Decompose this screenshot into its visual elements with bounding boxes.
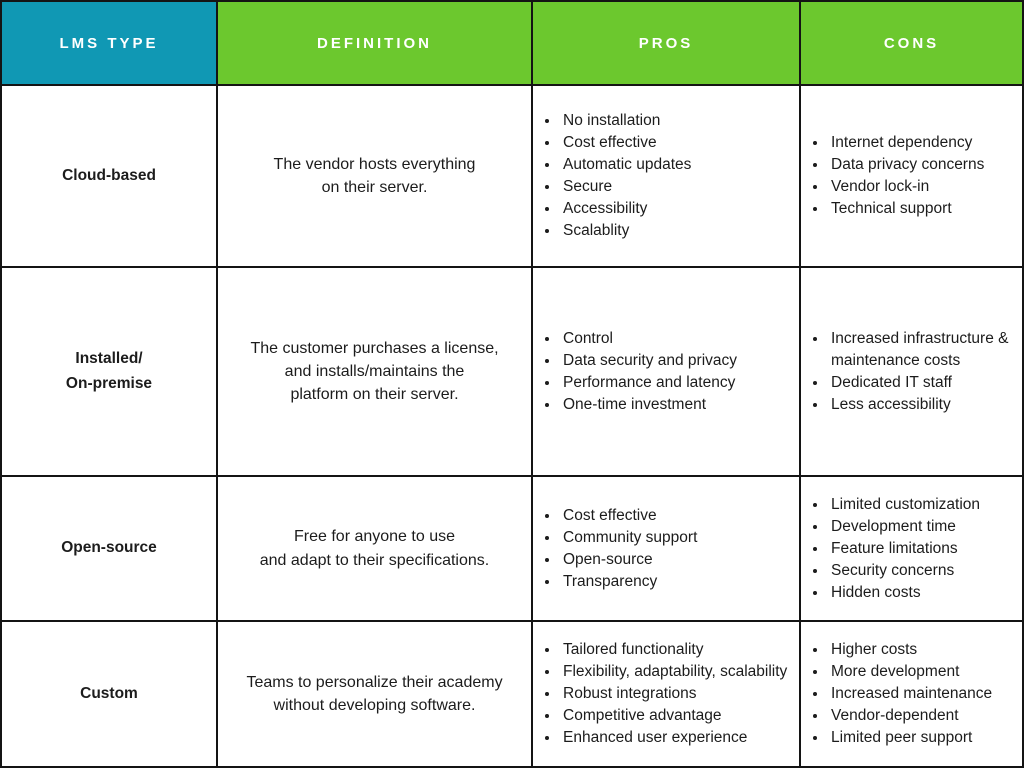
- table-row-open-source: Open-source Free for anyone to use and a…: [0, 475, 1024, 622]
- bullet-item: Secure: [560, 176, 795, 198]
- definition-cell: Free for anyone to use and adapt to thei…: [216, 475, 533, 622]
- bullet-item: Robust integrations: [560, 683, 795, 705]
- bullet-item: Hidden costs: [828, 582, 1018, 604]
- cons-list: Increased infrastructure & maintenance c…: [802, 328, 1018, 416]
- bullet-item: Cost effective: [560, 505, 795, 527]
- pros-cell: Cost effectiveCommunity supportOpen-sour…: [531, 475, 801, 622]
- definition-cell: The vendor hosts everything on their ser…: [216, 84, 533, 268]
- pros-list: Tailored functionalityFlexibility, adapt…: [534, 639, 795, 749]
- bullet-item: One-time investment: [560, 394, 795, 416]
- definition-cell: Teams to personalize their academy witho…: [216, 620, 533, 768]
- pros-cell: Tailored functionalityFlexibility, adapt…: [531, 620, 801, 768]
- definition-cell: The customer purchases a license, and in…: [216, 266, 533, 477]
- table-row-custom: Custom Teams to personalize their academ…: [0, 620, 1024, 768]
- row-type-cell: Custom: [0, 620, 218, 768]
- bullet-item: Higher costs: [828, 639, 1018, 661]
- pros-cell: No installationCost effectiveAutomatic u…: [531, 84, 801, 268]
- bullet-item: Increased maintenance: [828, 683, 1018, 705]
- pros-list: ControlData security and privacyPerforma…: [534, 328, 795, 416]
- bullet-item: Cost effective: [560, 132, 795, 154]
- bullet-item: Transparency: [560, 571, 795, 593]
- bullet-item: Open-source: [560, 549, 795, 571]
- header-definition: DEFINITION: [216, 0, 533, 86]
- bullet-item: Feature limitations: [828, 538, 1018, 560]
- cons-list: Internet dependencyData privacy concerns…: [802, 132, 1018, 220]
- header-pros: PROS: [531, 0, 801, 86]
- bullet-item: Security concerns: [828, 560, 1018, 582]
- bullet-item: Limited peer support: [828, 727, 1018, 749]
- row-type-cell: Cloud-based: [0, 84, 218, 268]
- table-row-cloud-based: Cloud-based The vendor hosts everything …: [0, 84, 1024, 268]
- bullet-item: Control: [560, 328, 795, 350]
- header-row: LMS TYPE DEFINITION PROS CONS: [0, 0, 1024, 86]
- bullet-item: Less accessibility: [828, 394, 1018, 416]
- pros-list: Cost effectiveCommunity supportOpen-sour…: [534, 505, 795, 593]
- bullet-item: Development time: [828, 516, 1018, 538]
- cons-cell: Higher costsMore developmentIncreased ma…: [799, 620, 1024, 768]
- bullet-item: Internet dependency: [828, 132, 1018, 154]
- cons-cell: Increased infrastructure & maintenance c…: [799, 266, 1024, 477]
- cons-list: Higher costsMore developmentIncreased ma…: [802, 639, 1018, 749]
- header-lms-type: LMS TYPE: [0, 0, 218, 86]
- bullet-item: Data security and privacy: [560, 350, 795, 372]
- cons-list: Limited customizationDevelopment timeFea…: [802, 494, 1018, 604]
- pros-cell: ControlData security and privacyPerforma…: [531, 266, 801, 477]
- bullet-item: Scalablity: [560, 220, 795, 242]
- bullet-item: Automatic updates: [560, 154, 795, 176]
- bullet-item: Accessibility: [560, 198, 795, 220]
- bullet-item: More development: [828, 661, 1018, 683]
- row-type-cell: Open-source: [0, 475, 218, 622]
- bullet-item: Tailored functionality: [560, 639, 795, 661]
- bullet-item: Data privacy concerns: [828, 154, 1018, 176]
- bullet-item: Limited customization: [828, 494, 1018, 516]
- bullet-item: Performance and latency: [560, 372, 795, 394]
- bullet-item: Increased infrastructure & maintenance c…: [828, 328, 1018, 372]
- bullet-item: Competitive advantage: [560, 705, 795, 727]
- header-cons: CONS: [799, 0, 1024, 86]
- bullet-item: Technical support: [828, 198, 1018, 220]
- bullet-item: Vendor lock-in: [828, 176, 1018, 198]
- bullet-item: Dedicated IT staff: [828, 372, 1018, 394]
- table-row-installed-on-premise: Installed/ On-premise The customer purch…: [0, 266, 1024, 477]
- row-type-cell: Installed/ On-premise: [0, 266, 218, 477]
- cons-cell: Limited customizationDevelopment timeFea…: [799, 475, 1024, 622]
- bullet-item: Community support: [560, 527, 795, 549]
- bullet-item: No installation: [560, 110, 795, 132]
- bullet-item: Flexibility, adaptability, scalability: [560, 661, 795, 683]
- cons-cell: Internet dependencyData privacy concerns…: [799, 84, 1024, 268]
- pros-list: No installationCost effectiveAutomatic u…: [534, 110, 795, 242]
- bullet-item: Vendor-dependent: [828, 705, 1018, 727]
- bullet-item: Enhanced user experience: [560, 727, 795, 749]
